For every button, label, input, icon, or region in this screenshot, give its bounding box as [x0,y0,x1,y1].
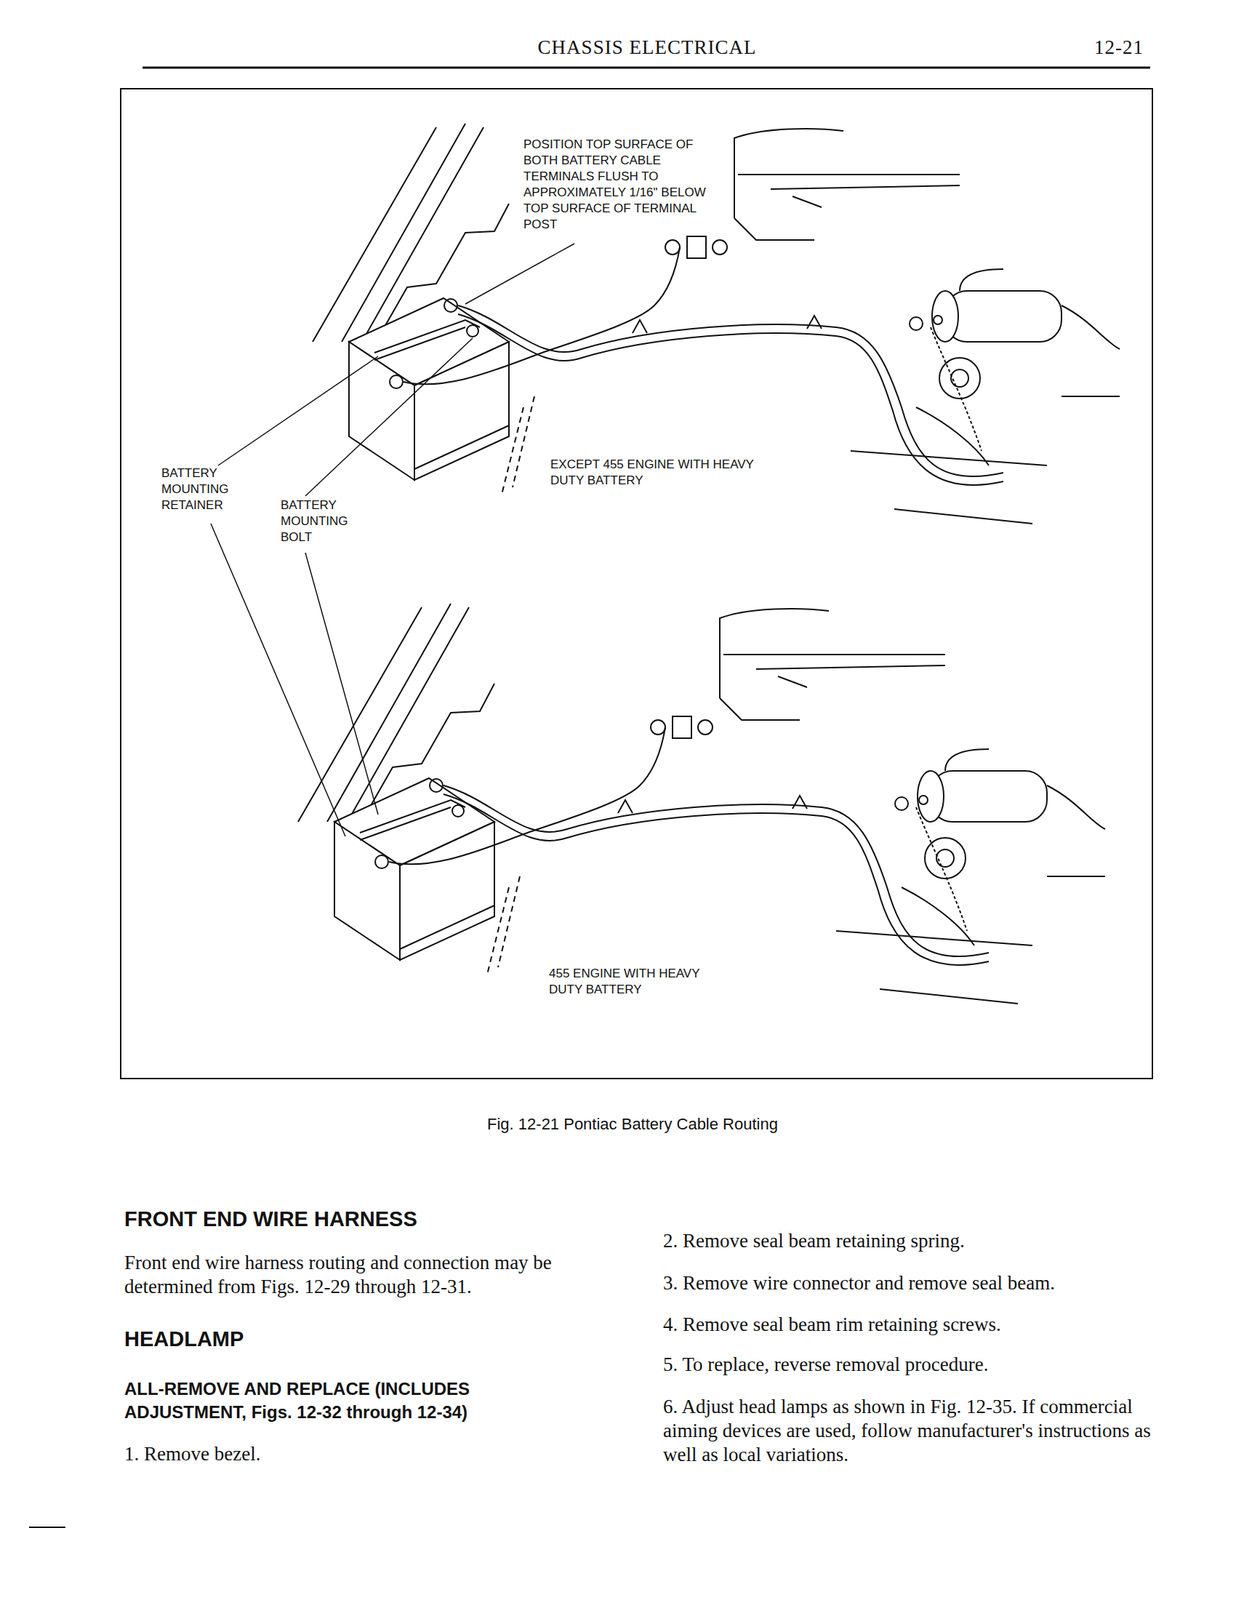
procedure-step: 1. Remove bezel. [124,1441,605,1466]
procedure-step: 2. Remove seal beam retaining spring. [663,1228,1158,1253]
subsection-heading: ALL-REMOVE AND REPLACE (INCLUDES ADJUSTM… [124,1377,547,1424]
body-paragraph: Front end wire harness routing and conne… [124,1250,616,1299]
section-heading: HEADLAMP [124,1326,244,1351]
procedure-step: 3. Remove wire connector and remove seal… [663,1270,1158,1295]
page-header: CHASSIS ELECTRICAL [538,36,757,59]
part-label: BATTERY MOUNTING RETAINER [161,465,249,514]
procedure-step: 5. To replace, reverse removal procedure… [663,1352,1158,1377]
figure-caption: Fig. 12-21 Pontiac Battery Cable Routing [487,1114,778,1134]
part-label: BATTERY MOUNTING BOLT [280,497,361,546]
view-label: 455 ENGINE WITH HEAVY DUTY BATTERY [548,965,706,998]
callout-note: POSITION TOP SURFACE OF BOTH BATTERY CAB… [523,136,709,233]
procedure-step: 4. Remove seal beam rim retaining screws… [663,1312,1158,1337]
section-heading: FRONT END WIRE HARNESS [124,1206,418,1231]
view-label: EXCEPT 455 ENGINE WITH HEAVY DUTY BATTER… [550,456,769,489]
procedure-step: 6. Adjust head lamps as shown in Fig. 12… [663,1394,1152,1467]
page-number: 12-21 [1094,36,1144,59]
